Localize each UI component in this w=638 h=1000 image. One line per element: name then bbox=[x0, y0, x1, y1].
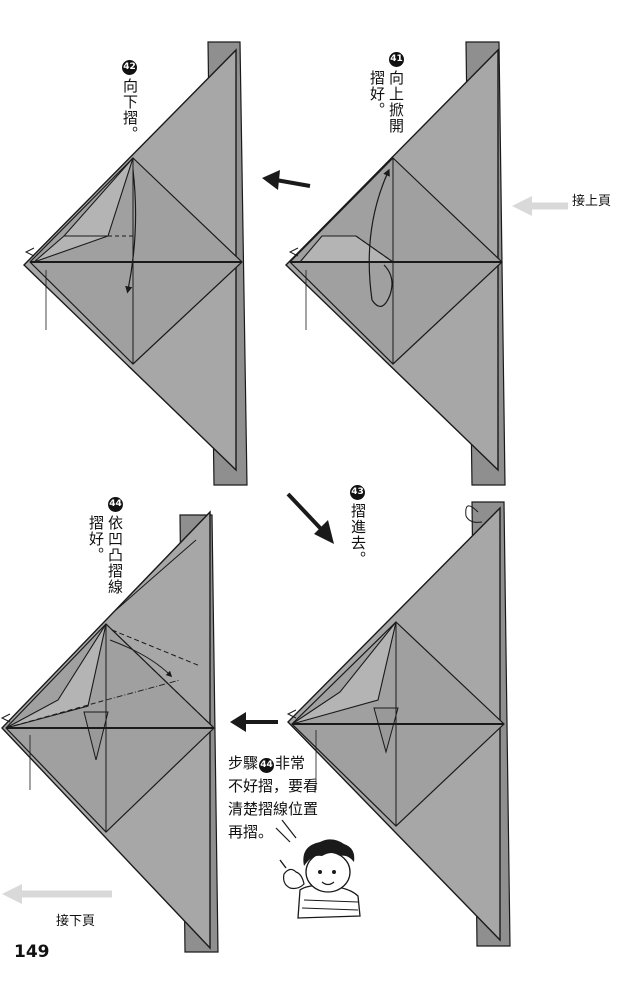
step-number-44: 44 bbox=[108, 497, 123, 512]
step-number-41: 41 bbox=[389, 52, 404, 67]
step-text-42: 向下摺。 bbox=[121, 78, 139, 142]
page-number: 149 bbox=[14, 942, 50, 962]
cartoon-boy bbox=[279, 839, 361, 919]
mountain-line bbox=[105, 679, 181, 701]
diagram-step-41 bbox=[285, 41, 506, 486]
diagram-step-43 bbox=[286, 501, 511, 947]
next-page-arrow bbox=[2, 884, 112, 904]
tip-line-4: 再摺。 bbox=[228, 823, 274, 841]
valley-line bbox=[105, 623, 215, 729]
flap bbox=[373, 707, 399, 754]
fold-arrow bbox=[125, 169, 137, 294]
tip-line-3: 清楚摺線位置 bbox=[228, 800, 319, 818]
step-arrow-43-to-44 bbox=[230, 712, 278, 732]
valley-line bbox=[5, 699, 107, 729]
valley-line bbox=[355, 235, 394, 263]
fold-arrow bbox=[109, 639, 173, 678]
tip-line-2: 不好摺，要看 bbox=[228, 777, 319, 795]
step-text-41: 向上掀開 摺好。 bbox=[368, 70, 405, 134]
step-arrow-42-to-43 bbox=[286, 492, 334, 544]
tuck-arrow bbox=[465, 505, 483, 523]
step-arrow-41-to-42 bbox=[262, 170, 311, 190]
step-number-43: 43 bbox=[350, 485, 365, 500]
fold-arrow bbox=[115, 539, 197, 611]
diagram-step-42 bbox=[23, 41, 248, 486]
step-number-42: 42 bbox=[122, 60, 137, 75]
character-hair bbox=[303, 839, 355, 866]
loop-arrow bbox=[371, 264, 393, 307]
step-text-44: 依凹凸摺線 摺好。 bbox=[87, 515, 124, 595]
prev-page-label: 接上頁 bbox=[572, 194, 612, 209]
prev-page-arrow bbox=[512, 196, 568, 216]
flap bbox=[83, 711, 109, 761]
character-face bbox=[305, 851, 351, 893]
character-hand bbox=[283, 868, 305, 890]
lift-arrow bbox=[368, 168, 390, 301]
step-text-43: 摺進去。 bbox=[349, 503, 367, 567]
speech-tick bbox=[275, 827, 291, 843]
diagram-step-44 bbox=[0, 510, 219, 953]
next-page-label: 接下頁 bbox=[56, 914, 96, 929]
speech-tick bbox=[281, 819, 297, 839]
